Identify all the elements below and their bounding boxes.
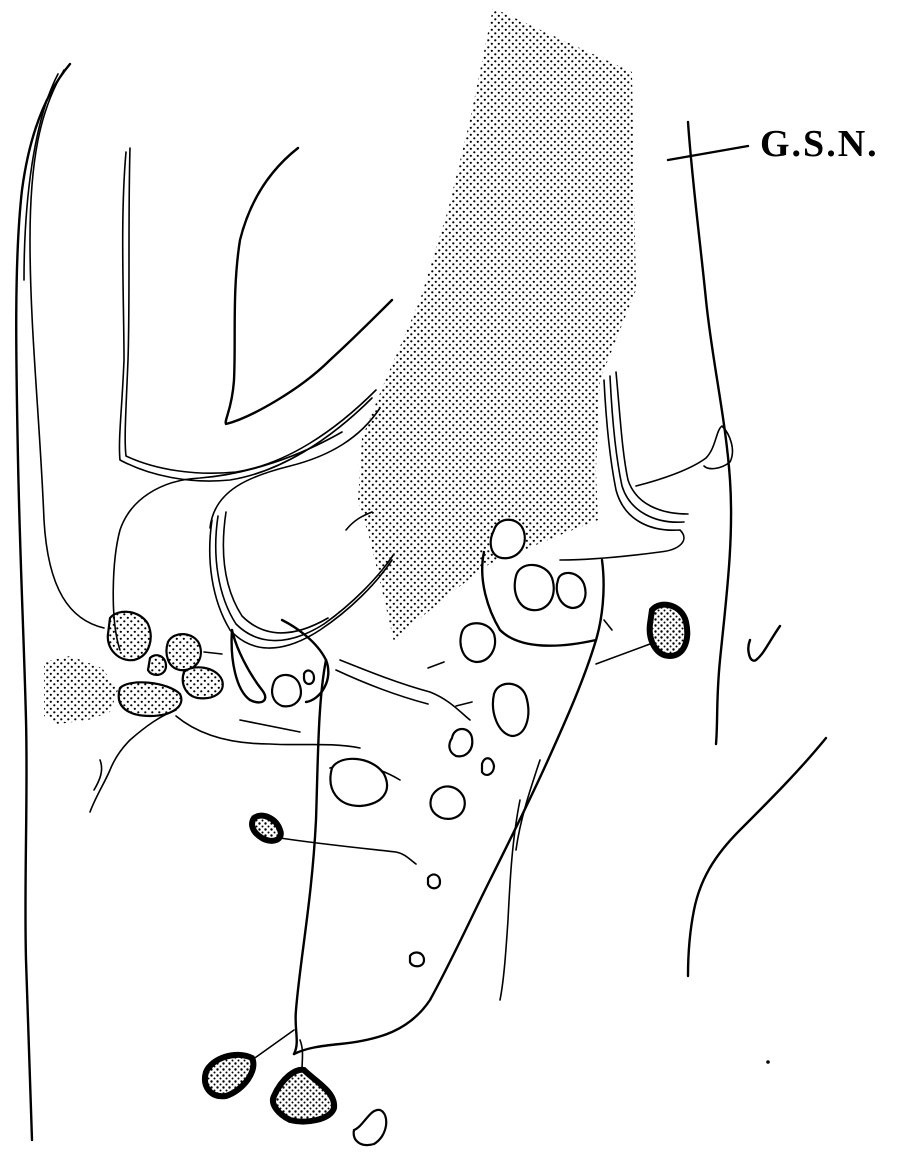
open-cell xyxy=(272,675,301,706)
outer-contour-left-inner2 xyxy=(24,74,58,280)
fibre-bundle xyxy=(125,148,376,473)
open-cell xyxy=(410,953,424,967)
central-outline xyxy=(500,800,520,1000)
open-cell xyxy=(449,729,472,756)
outer-contour-left xyxy=(16,64,70,1140)
fibre-bundle xyxy=(216,516,394,641)
dash-mark xyxy=(204,652,222,654)
branch xyxy=(596,644,650,664)
central-outline xyxy=(294,640,596,1054)
fibre-bundle xyxy=(210,520,392,648)
branch xyxy=(94,760,102,790)
stippled-cell xyxy=(183,667,223,698)
dash-mark xyxy=(456,702,472,706)
stray-dot xyxy=(766,1060,770,1064)
fibre-right xyxy=(610,376,684,522)
stippled-cell xyxy=(148,655,166,675)
branch xyxy=(252,1030,294,1060)
fibre-bundle xyxy=(223,512,328,633)
open-cell xyxy=(557,573,586,608)
open-cell xyxy=(354,1110,387,1145)
right-hook xyxy=(748,626,780,661)
fibre-bundle xyxy=(119,152,372,481)
open-cell xyxy=(461,623,495,662)
open-cell xyxy=(515,565,554,610)
branch xyxy=(340,660,470,720)
dash-mark xyxy=(428,662,444,668)
branch xyxy=(240,720,300,732)
open-cell xyxy=(491,520,525,558)
branch xyxy=(300,1040,303,1070)
open-cell xyxy=(304,671,314,684)
fibre-bundle xyxy=(210,408,380,528)
fibre-right xyxy=(616,372,688,514)
central-outline xyxy=(232,630,266,702)
branch xyxy=(90,710,176,812)
branch xyxy=(176,716,360,748)
open-cell xyxy=(428,875,440,889)
label-gsn: G.S.N. xyxy=(760,122,879,166)
fibre-right xyxy=(636,426,732,486)
dash-mark xyxy=(604,620,612,630)
dark-cell xyxy=(650,605,688,656)
dark-cell xyxy=(252,816,281,841)
upper-curve xyxy=(226,148,392,424)
branch xyxy=(280,838,416,864)
stippled-cell xyxy=(167,634,201,670)
right-curve xyxy=(688,738,826,976)
open-cell xyxy=(330,759,387,806)
open-cell xyxy=(430,786,464,818)
central-outline xyxy=(294,660,326,1054)
dark-cell xyxy=(273,1070,334,1122)
open-cell xyxy=(493,684,528,736)
stippled-region-left xyxy=(44,656,118,724)
open-cell xyxy=(482,758,494,775)
right-contour xyxy=(688,122,731,744)
outer-contour-left-inner xyxy=(30,70,104,628)
dark-cell xyxy=(205,1055,253,1096)
label-leader-line xyxy=(668,146,748,160)
